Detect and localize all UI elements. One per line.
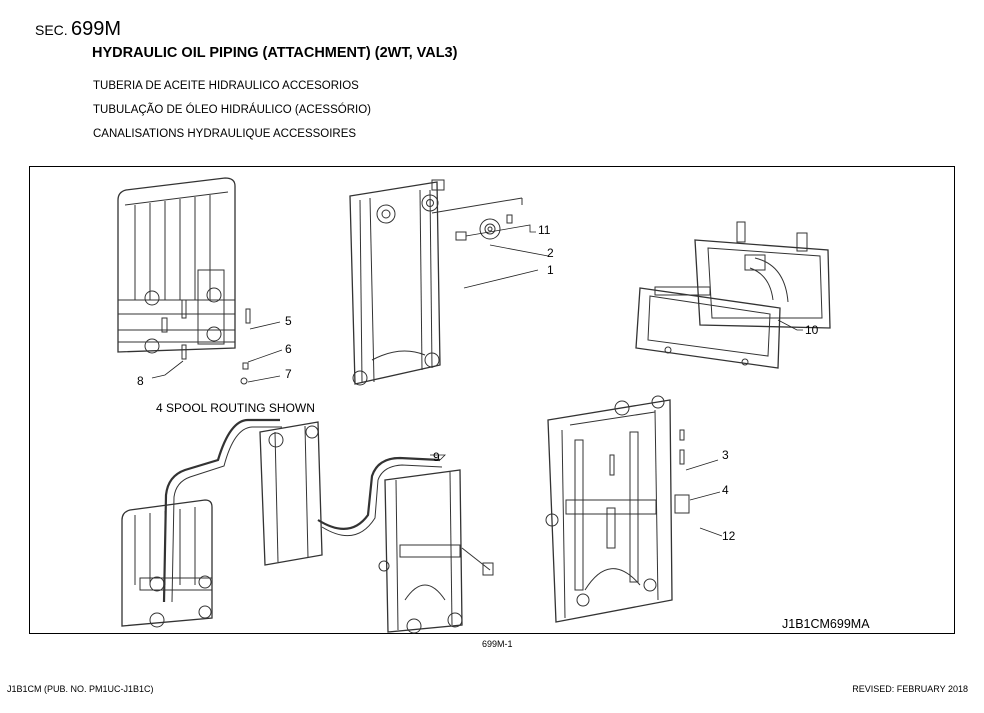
callout-2: 2 bbox=[547, 246, 554, 260]
callout-1: 1 bbox=[547, 263, 554, 277]
hose-routing-assembly bbox=[121, 418, 494, 634]
subtitle-spanish: TUBERIA DE ACEITE HIDRAULICO ACCESORIOS bbox=[93, 80, 359, 92]
fork-positioner-assembly bbox=[635, 221, 831, 369]
callout-7: 7 bbox=[285, 367, 292, 381]
leader-lines bbox=[151, 224, 803, 537]
publication-number: J1B1CM (PUB. NO. PM1UC-J1B1C) bbox=[7, 684, 154, 694]
revision-date: REVISED: FEBRUARY 2018 bbox=[852, 684, 968, 694]
diagram-frame bbox=[29, 166, 955, 634]
callout-8: 8 bbox=[137, 374, 144, 388]
subtitle-french: CANALISATIONS HYDRAULIQUE ACCESSOIRES bbox=[93, 128, 357, 140]
subtitle-portuguese: TUBULAÇÃO DE ÓLEO HIDRÁULICO (ACESSÓRIO) bbox=[93, 104, 371, 116]
callout-4: 4 bbox=[722, 483, 729, 497]
section-label: SEC. bbox=[35, 22, 68, 38]
mast-cylinder-assembly bbox=[545, 395, 690, 623]
page-title: HYDRAULIC OIL PIPING (ATTACHMENT) (2WT, … bbox=[92, 45, 458, 61]
callout-10: 10 bbox=[805, 323, 819, 337]
figure-id: 699M-1 bbox=[482, 639, 513, 649]
callout-9: 9 bbox=[433, 450, 440, 464]
callout-5: 5 bbox=[285, 314, 292, 328]
section-number: 699M bbox=[71, 18, 122, 40]
callout-6: 6 bbox=[285, 342, 292, 356]
sheave-parts bbox=[431, 197, 523, 241]
callout-3: 3 bbox=[722, 448, 729, 462]
inner-mast-assembly bbox=[349, 179, 445, 386]
backrest-carriage-assembly bbox=[117, 177, 251, 385]
callout-12: 12 bbox=[722, 529, 736, 543]
routing-note: 4 SPOOL ROUTING SHOWN bbox=[156, 401, 315, 415]
callout-11: 11 bbox=[538, 223, 551, 237]
drawing-code: J1B1CM699MA bbox=[782, 617, 870, 631]
